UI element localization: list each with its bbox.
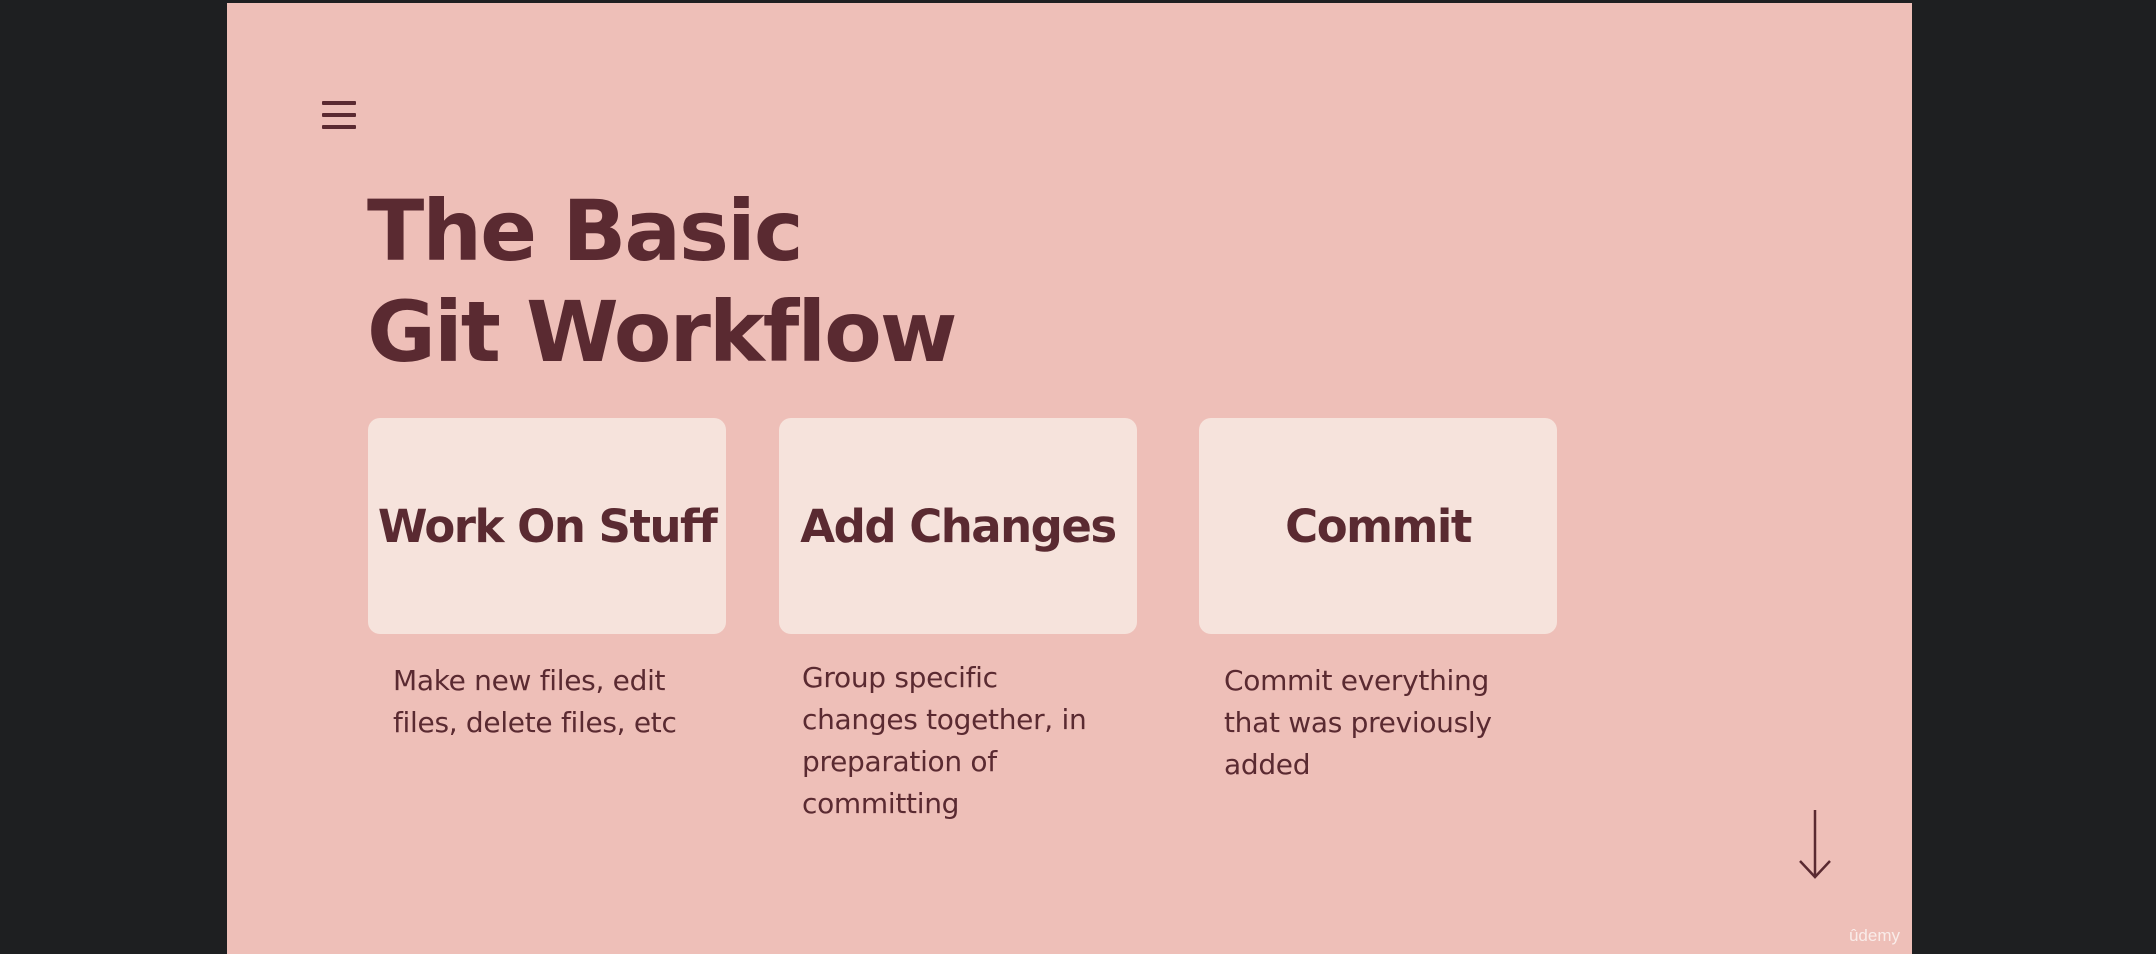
step-description-commit: Commit everything that was previously ad…	[1224, 664, 1492, 781]
slide-title: The Basic Git Workflow	[367, 181, 957, 383]
hamburger-menu-icon[interactable]	[322, 95, 356, 135]
step-card-commit[interactable]: Commit	[1199, 418, 1557, 634]
step-description-work-on-stuff: Make new files, edit files, delete files…	[393, 664, 677, 739]
step-card-label: Add Changes	[800, 499, 1117, 553]
step-card-label: Commit	[1285, 499, 1472, 553]
step-card-label: Work On Stuff	[377, 499, 718, 553]
title-line-1: The Basic	[367, 182, 804, 280]
title-line-2: Git Workflow	[367, 283, 957, 381]
slide: The Basic Git Workflow Work On Stuff Add…	[227, 3, 1912, 954]
udemy-watermark: ûdemy	[1848, 926, 1900, 945]
arrow-down-icon[interactable]	[1797, 808, 1833, 880]
step-card-add-changes[interactable]: Add Changes	[779, 418, 1137, 634]
step-card-work-on-stuff[interactable]: Work On Stuff	[368, 418, 726, 634]
step-description-add-changes: Group specific changes together, in prep…	[802, 661, 1087, 820]
